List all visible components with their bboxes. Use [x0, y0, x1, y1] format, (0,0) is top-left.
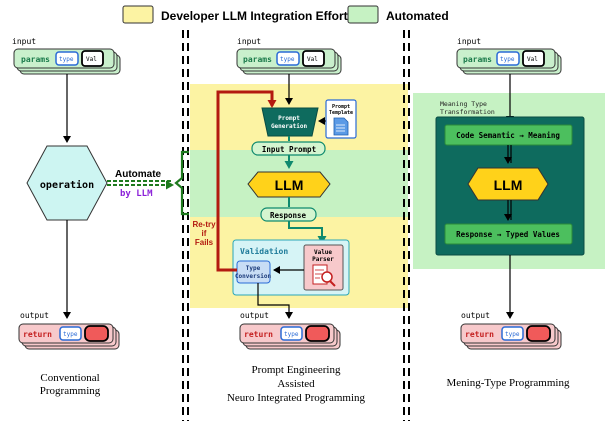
separator-right: [403, 30, 410, 421]
input-label: input: [457, 37, 481, 46]
return-value-pill: [305, 325, 330, 342]
return-type-badge: [280, 326, 303, 341]
llm-label: LLM: [275, 177, 304, 193]
val-badge-label: Val: [527, 56, 538, 63]
caption-line-3: Neuro Integrated Programming: [227, 392, 366, 404]
value-parser-line-2: Parser: [312, 256, 334, 263]
input-label: input: [237, 37, 261, 46]
separator-left: [182, 30, 189, 421]
params-box: params type Val: [236, 48, 342, 75]
automate-by-llm-arrow: Automate by LLM: [107, 150, 189, 216]
val-badge-label: Val: [307, 56, 318, 63]
type-badge: [55, 51, 79, 66]
output-label: output: [20, 311, 49, 320]
prompt-template-line-1: Prompt: [332, 104, 350, 110]
response-typed-box: [444, 223, 573, 245]
operation-hexagon: [26, 145, 108, 221]
value-parser-line-1: Value: [314, 249, 332, 256]
transformation-title-line-1: Meaning Type: [440, 100, 487, 108]
brace-bracket: [174, 150, 189, 216]
arrow-conversion-to-output: [257, 283, 293, 319]
val-badge-label: Val: [86, 56, 97, 63]
type-conversion-line-2: Conversion: [235, 273, 272, 280]
return-type-badge: [501, 326, 524, 341]
retry-arrow: [216, 90, 277, 272]
llm-label: LLM: [494, 177, 523, 193]
return-label: return: [244, 330, 273, 339]
caption-line-2: Assisted: [277, 378, 315, 390]
document-magnifier-icon: [312, 264, 336, 287]
arrow-response-to-value-parser: [288, 221, 327, 244]
automate-label: Automate: [115, 169, 162, 180]
return-type-label: type: [63, 331, 78, 338]
prompt-generation-line-1: Prompt: [278, 115, 300, 122]
legend-automated-swatch: [347, 5, 379, 24]
validation-label: Validation: [240, 246, 288, 256]
return-box: return type: [239, 323, 341, 350]
params-label: params: [243, 55, 272, 64]
prompt-template-icon: Prompt Template: [325, 99, 357, 139]
output-label: output: [461, 311, 490, 320]
prompt-generation-line-2: Generation: [271, 123, 308, 130]
params-box: params type Val: [13, 48, 121, 75]
type-badge-label: type: [280, 56, 295, 63]
llm-hexagon: [247, 171, 331, 198]
output-label: output: [240, 311, 269, 320]
operation-label: operation: [40, 179, 94, 191]
return-box: return type: [460, 323, 562, 350]
column-meaning-type: input params type Val Meaning Type Trans…: [435, 37, 585, 389]
type-badge: [276, 51, 300, 66]
val-badge: [522, 50, 545, 67]
column-conventional: input params type Val operation output r…: [12, 37, 121, 397]
input-label: input: [12, 37, 36, 46]
params-label: params: [463, 55, 492, 64]
type-conversion-box: [236, 260, 271, 284]
caption-line-1: Mening-Type Programming: [447, 377, 570, 389]
type-conversion-line-1: Type: [246, 265, 261, 272]
type-badge: [496, 51, 520, 66]
input-prompt-label: Input Prompt: [262, 145, 316, 154]
response-typed-label: Response → Typed Values: [456, 230, 560, 239]
return-type-label: type: [505, 331, 520, 338]
return-value-pill: [84, 325, 109, 342]
legend-automated-label: Automated: [386, 9, 449, 23]
return-value-pill: [526, 325, 551, 342]
return-label: return: [23, 330, 52, 339]
type-badge-label: type: [500, 56, 515, 63]
response-label: Response: [270, 211, 307, 220]
params-box: params type Val: [456, 48, 562, 75]
column-prompt-engineering: input params type Val Prompt Generation …: [192, 37, 365, 404]
by-llm-label: by LLM: [120, 189, 153, 199]
return-type-badge: [59, 326, 82, 341]
val-badge: [302, 50, 325, 67]
retry-line-1: Re-try: [192, 220, 216, 229]
return-box: return type: [18, 323, 120, 350]
caption-line-1: Prompt Engineering: [252, 364, 341, 376]
retry-line-2: if: [202, 229, 207, 238]
return-label: return: [465, 330, 494, 339]
transformation-title-line-2: Transformation: [440, 108, 495, 116]
caption-line-2: Programming: [40, 385, 101, 397]
retry-line-3: Fails: [195, 238, 214, 247]
caption-line-1: Conventional: [40, 372, 99, 384]
llm-hexagon: [467, 167, 549, 201]
return-type-label: type: [284, 331, 299, 338]
legend: Developer LLM Integration Effort Automat…: [122, 5, 449, 24]
type-badge-label: type: [59, 56, 74, 63]
legend-developer-swatch: [122, 5, 154, 24]
val-badge: [81, 50, 104, 67]
prompt-generation-box: [261, 107, 319, 137]
params-label: params: [21, 55, 50, 64]
legend-developer-label: Developer LLM Integration Effort: [161, 9, 348, 23]
code-semantic-label: Code Semantic → Meaning: [456, 131, 560, 140]
prompt-template-line-2: Template: [329, 110, 353, 116]
